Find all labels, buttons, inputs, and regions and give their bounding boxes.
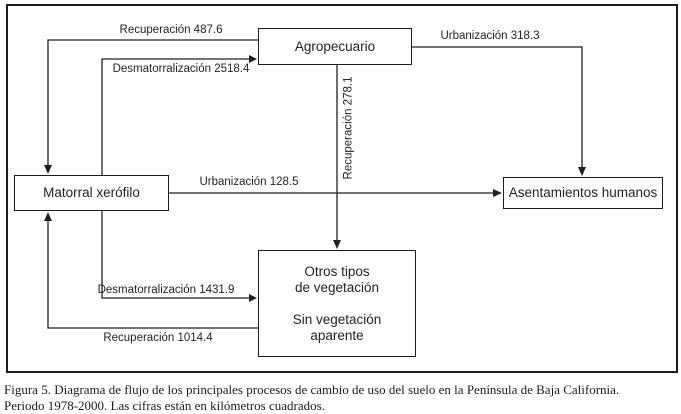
node-matorral-xerofilo: Matorral xerófilo [14,175,169,211]
arrowhead-recuperacion-278 [333,240,341,249]
edge-label-desmatorralizacion-2518: Desmatorralización 2518.4 [112,63,250,75]
node-otros-group-1: Otros tipos de vegetación [295,264,379,296]
figure-caption-line-1: Figura 5. Diagrama de flujo de los princ… [4,382,620,397]
edge-label-desmatorralizacion-1431: Desmatorralización 1431.9 [97,284,235,296]
edge-label-recuperacion-278: Recuperación 278.1 [342,76,355,180]
node-otros-line-4: aparente [310,327,364,343]
edge-label-recuperacion-487: Recuperación 487.6 [119,24,223,36]
node-otros-line-1: Otros tipos [304,263,370,279]
flow-arrows-layer [44,39,586,329]
node-matorral-xerofilo-label: Matorral xerófilo [43,185,140,200]
edge-label-urbanizacion-128: Urbanización 128.5 [199,176,299,188]
edge-label-recuperacion-1014: Recuperación 1014.4 [103,332,213,344]
node-otros-group-2: Sin vegetación aparente [293,312,382,344]
figure-caption-line-2: Periodo 1978-2000. Las cifras están en k… [4,397,325,413]
arrow-recuperacion-1014-line [47,220,258,329]
arrowhead-urbanizacion-318 [578,167,586,176]
figure-caption: Figura 5. Diagrama de flujo de los princ… [4,382,680,413]
arrowhead-recuperacion-1014 [44,212,52,221]
node-otros-line-2: de vegetación [294,279,380,295]
arrowhead-recuperacion-487 [44,165,52,174]
node-otros-tipos-vegetacion: Otros tipos de vegetación Sin vegetación… [258,250,416,357]
node-agropecuario: Agropecuario [258,28,412,65]
edge-label-urbanizacion-318: Urbanización 318.3 [440,30,540,42]
node-otros-line-3: Sin vegetación [292,311,382,327]
arrow-urbanizacion-318-line [412,46,583,168]
arrowhead-desmatorralizacion-2518 [249,55,257,63]
diagram-frame [6,4,678,373]
arrow-recuperacion-487-line [47,39,258,170]
arrow-desmatorralizacion-1431-line [101,211,250,299]
node-agropecuario-label: Agropecuario [294,38,376,54]
arrowhead-urbanizacion-128 [493,189,502,197]
node-asentamientos-humanos-label: Asentamientos humanos [508,185,658,200]
arrowhead-desmatorralizacion-1431 [249,294,257,302]
arrow-desmatorralizacion-2518-line [101,58,250,175]
node-asentamientos-humanos: Asentamientos humanos [503,177,663,209]
